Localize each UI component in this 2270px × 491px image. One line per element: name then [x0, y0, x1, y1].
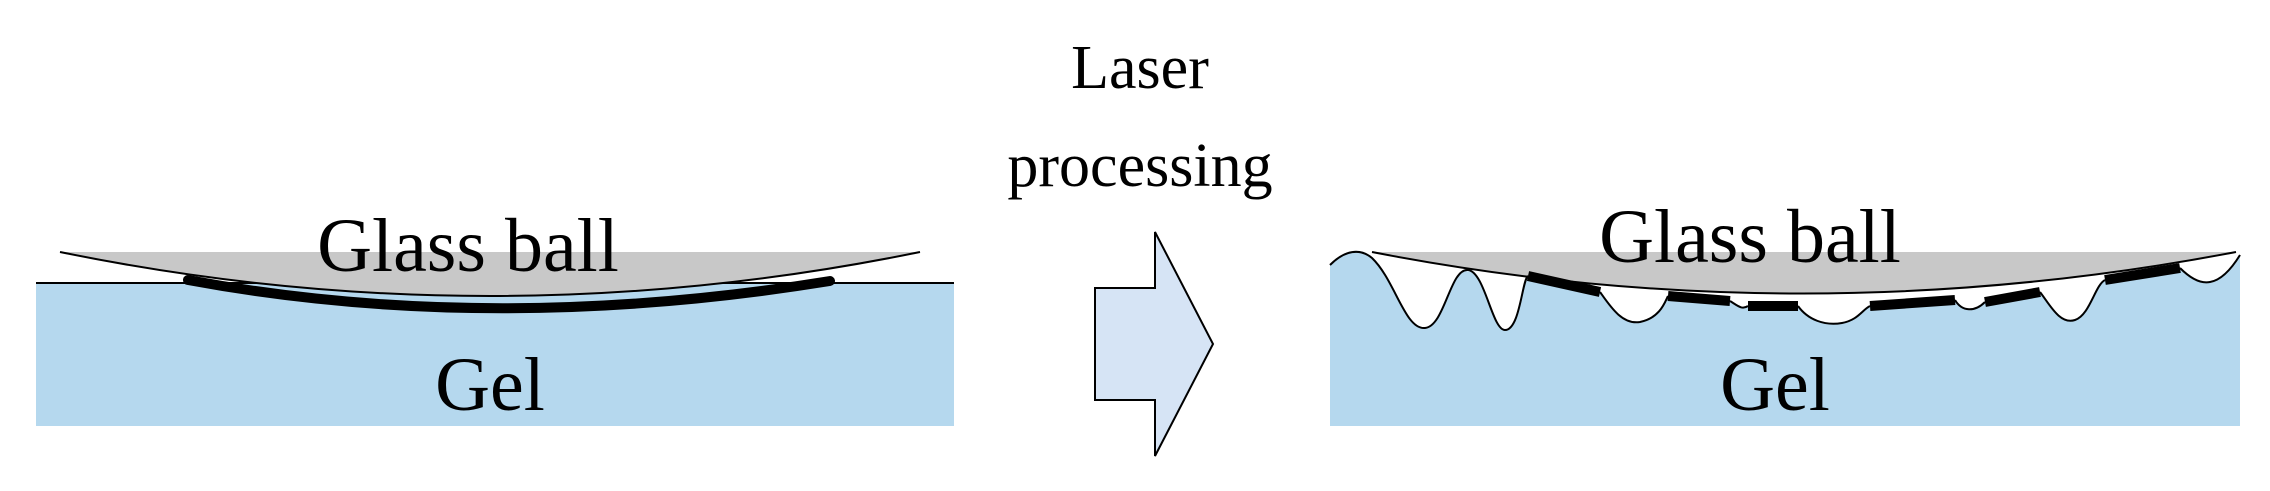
after-void-2	[1600, 292, 1668, 323]
after-void-5	[2040, 280, 2105, 321]
before-panel: Glass ball Gel	[36, 204, 954, 427]
after-ball-outline	[1371, 251, 2237, 295]
before-ball-outline	[59, 251, 921, 297]
after-panel: Glass ball Gel	[1329, 195, 2241, 427]
before-ball-label: Glass ball	[317, 204, 619, 288]
arrow-label-line-2: processing	[1007, 132, 1272, 200]
before-gel-label: Gel	[435, 343, 545, 427]
before-contact-band	[183, 275, 835, 314]
after-gel-surface-line	[1329, 250, 2241, 332]
after-contact-band	[1526, 263, 2181, 311]
after-void-1	[1372, 258, 1528, 330]
arrow-label-line-1: Laser	[1071, 34, 1209, 102]
after-ball-label: Glass ball	[1599, 195, 1901, 279]
right-arrow-icon	[1094, 231, 1215, 457]
after-gel-block	[1330, 251, 2240, 426]
after-void-6	[2180, 260, 2236, 283]
after-gel-label: Gel	[1720, 343, 1830, 427]
process-arrow-group: Laser processing	[1007, 34, 1273, 457]
